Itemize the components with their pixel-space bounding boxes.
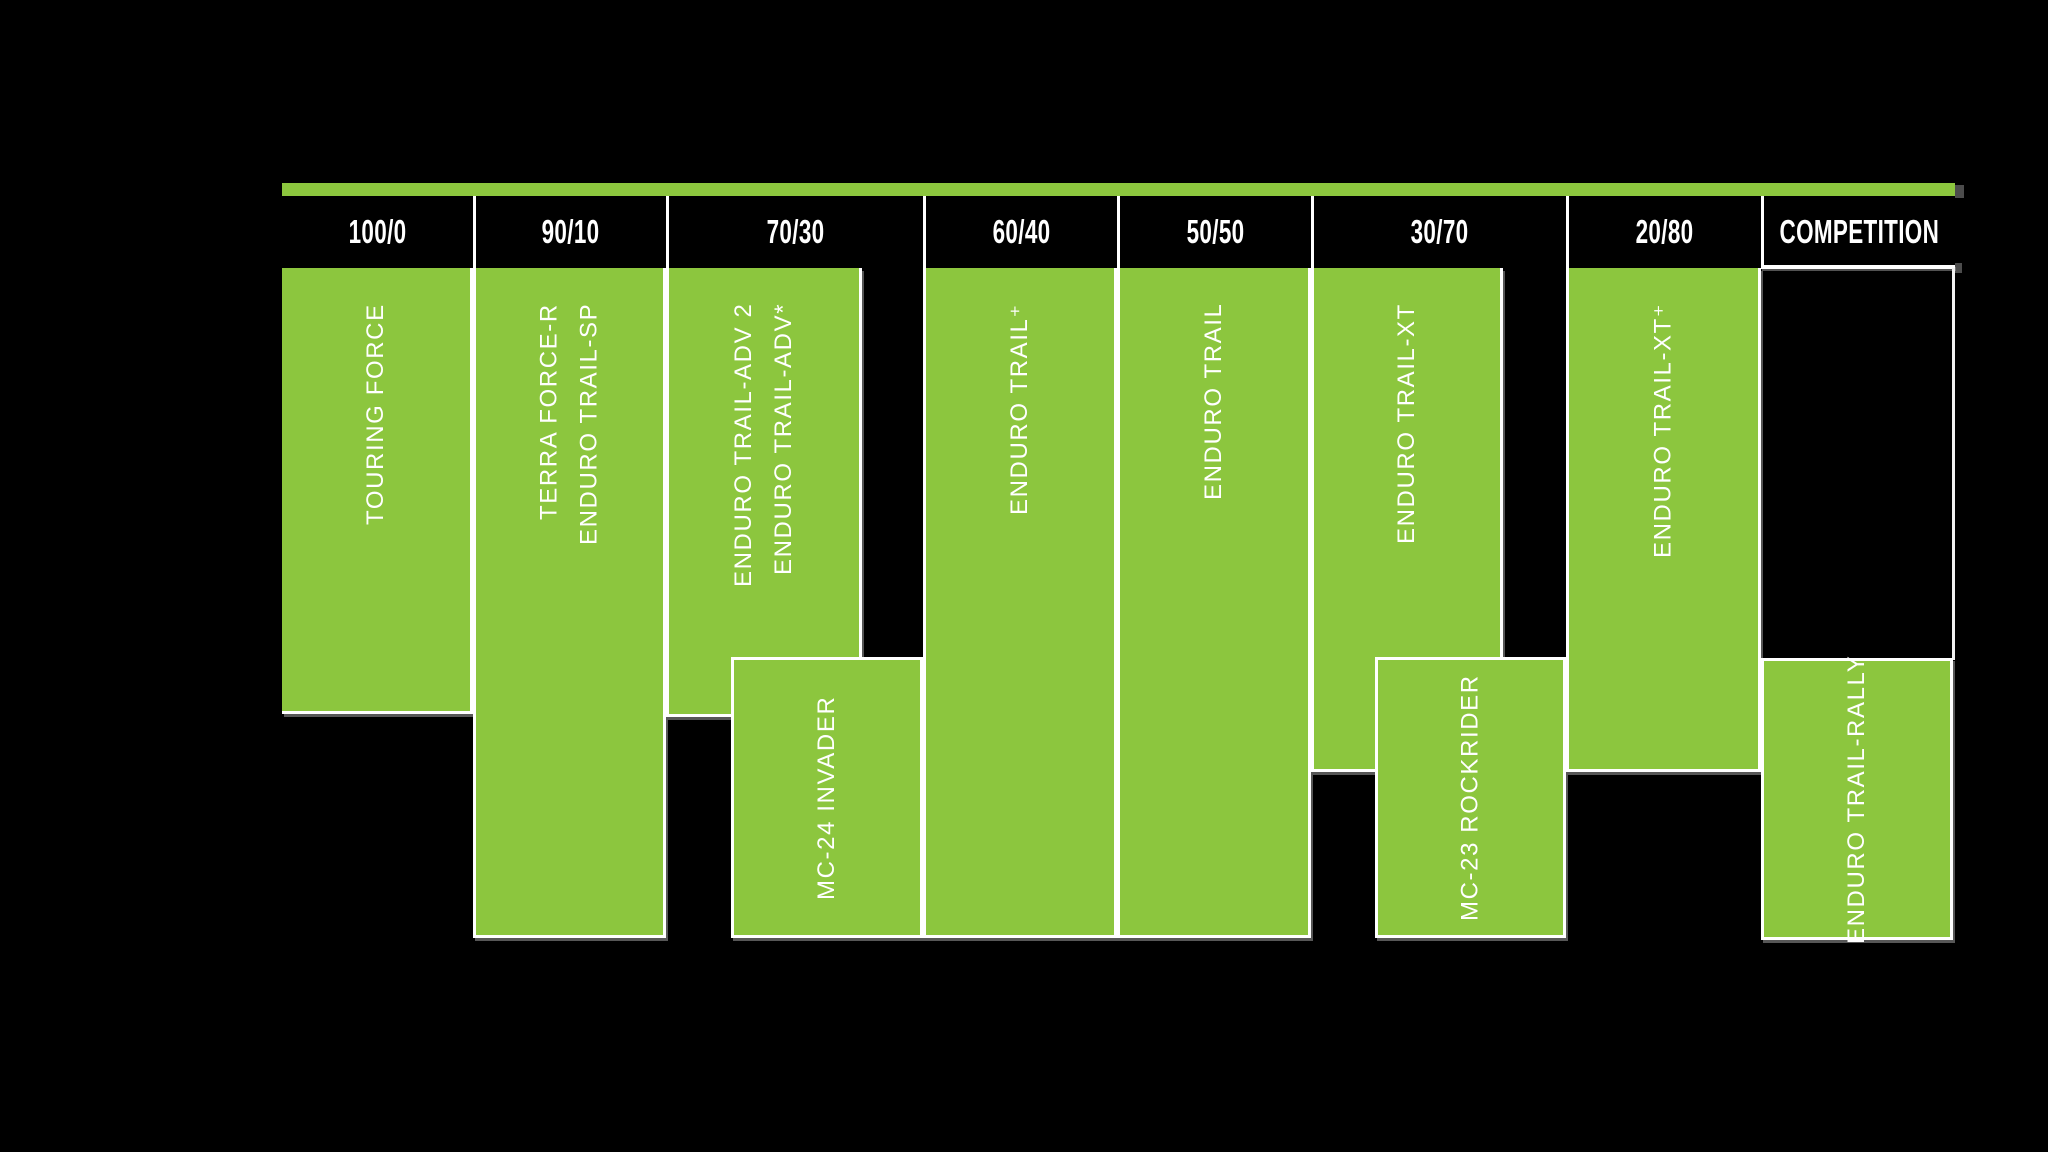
category-header-50-50: 50/50: [1117, 196, 1311, 268]
bar-label-wrap: ENDURO TRAIL-XT⁺: [1569, 268, 1758, 769]
bar-label: ENDURO TRAIL-XT: [1393, 303, 1420, 544]
category-header-90-10: 90/10: [473, 196, 666, 268]
underline-end-cap: [1955, 263, 1962, 273]
category-label: 30/70: [1411, 213, 1469, 250]
bar-label-wrap: ENDURO TRAIL: [1120, 268, 1308, 935]
category-header-60-40: 60/40: [923, 196, 1117, 268]
bar-label-wrap: TOURING FORCE: [282, 268, 470, 711]
bar-label-wrap: MC-24 INVADER: [734, 660, 920, 935]
bar-enduro-trail: ENDURO TRAIL: [1117, 268, 1311, 938]
bar-enduro-trail-plus: ENDURO TRAIL⁺: [923, 268, 1117, 938]
category-label: 90/10: [542, 213, 600, 250]
category-header-competition: COMPETITION: [1761, 196, 1955, 268]
accent-bar-end-cap: [1955, 185, 1964, 198]
category-label: 60/40: [992, 213, 1051, 250]
competition-header-underline: [1761, 265, 1955, 269]
bar-label: ENDURO TRAIL⁺: [1006, 303, 1033, 515]
bar-label-wrap: ENDURO TRAIL-RALLY: [1764, 654, 1950, 943]
category-header-70-30: 70/30: [666, 196, 923, 268]
category-header-30-70: 30/70: [1311, 196, 1566, 268]
bar-enduro-trail-rally: ENDURO TRAIL-RALLY: [1761, 654, 1953, 944]
bar-label: TOURING FORCE: [362, 303, 389, 525]
bar-label: ENDURO TRAIL-RALLY: [1843, 654, 1870, 944]
category-header-20-80: 20/80: [1566, 196, 1761, 268]
bar-label: ENDURO TRAIL: [1200, 303, 1227, 501]
bar-label-wrap: MC-23 ROCKRIDER: [1378, 660, 1563, 935]
category-header-row: 100/0 90/10 70/30 60/40 50/50 30/70 20/8…: [282, 196, 1955, 268]
bar-label-wrap: ENDURO TRAIL⁺: [926, 268, 1114, 935]
category-label: 20/80: [1636, 213, 1694, 250]
accent-bar: [282, 183, 1955, 196]
bar-label: ENDURO TRAIL-XT⁺: [1649, 303, 1677, 559]
category-label: COMPETITION: [1779, 213, 1940, 250]
category-header-100-0: 100/0: [282, 196, 473, 268]
bar-enduro-trail-xt-plus: ENDURO TRAIL-XT⁺: [1566, 268, 1761, 772]
category-label: 100/0: [348, 213, 407, 250]
competition-right-border: [1952, 268, 1955, 660]
bar-label: MC-24 INVADER: [813, 695, 840, 900]
bar-mc-23-rockrider: MC-23 ROCKRIDER: [1375, 657, 1566, 938]
bar-touring-force: TOURING FORCE: [282, 268, 473, 714]
bar-label: MC-23 ROCKRIDER: [1456, 674, 1484, 921]
category-label: 70/30: [767, 213, 825, 250]
category-label: 50/50: [1186, 213, 1245, 250]
bar-mc-24-invader: MC-24 INVADER: [731, 657, 923, 938]
